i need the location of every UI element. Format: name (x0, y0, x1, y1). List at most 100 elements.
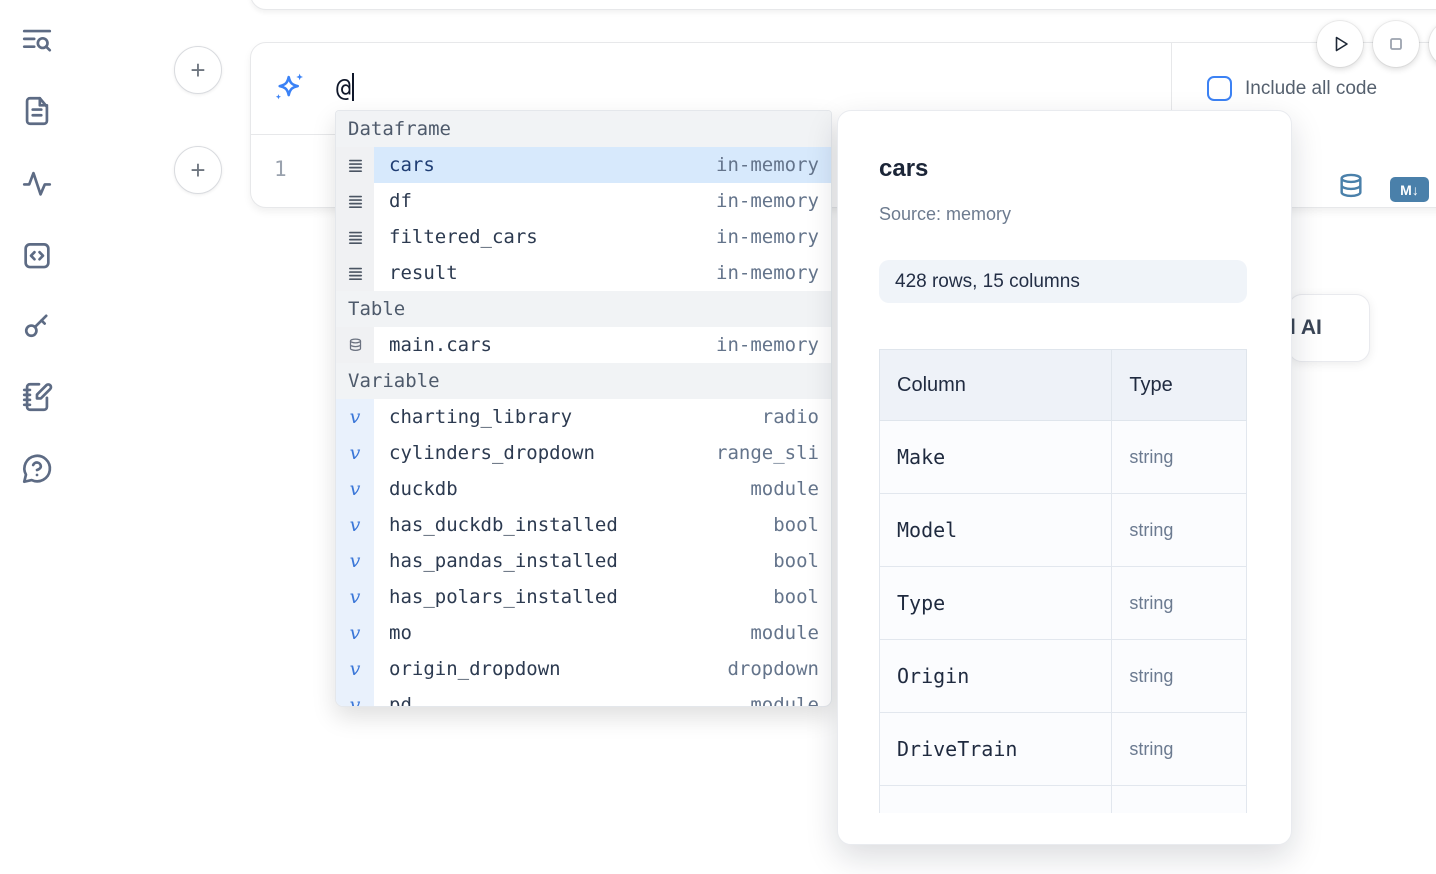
item-name: main.cars (389, 334, 492, 356)
dataframe-preview-panel: cars Source: memory 428 rows, 15 columns… (837, 110, 1292, 845)
column-name-cell: Type (879, 566, 1113, 640)
autocomplete-item-origin_dropdown[interactable]: v origin_dropdown dropdown (336, 651, 831, 687)
ai-prompt-row: @ Include all code (251, 43, 1436, 134)
item-name: has_pandas_installed (389, 550, 618, 572)
table-header: Column (879, 349, 1113, 421)
table-row-clipped (879, 785, 1247, 813)
column-name-cell: Model (879, 493, 1113, 567)
item-type: bool (773, 550, 819, 572)
item-name: has_polars_installed (389, 586, 618, 608)
key-icon[interactable] (20, 308, 54, 342)
item-type: dropdown (727, 658, 819, 680)
rows-icon (336, 255, 374, 291)
item-type: module (750, 622, 819, 644)
divider (1171, 43, 1172, 134)
item-type: module (750, 478, 819, 500)
variable-icon: v (336, 399, 374, 435)
run-cell-button[interactable] (1317, 21, 1363, 67)
column-type-cell: string (1111, 712, 1247, 786)
item-type: bool (773, 514, 819, 536)
preview-shape-badge: 428 rows, 15 columns (879, 260, 1247, 303)
variable-icon: v (336, 543, 374, 579)
preview-source: Source: memory (879, 204, 1012, 224)
markdown-icon[interactable]: M↓ (1390, 177, 1429, 202)
autocomplete-item-has_pandas_installed[interactable]: v has_pandas_installed bool (336, 543, 831, 579)
document-icon[interactable] (20, 94, 54, 128)
line-number: 1 (274, 157, 287, 181)
extra-action-button[interactable] (1429, 21, 1436, 67)
table-header: Type (1111, 349, 1247, 421)
column-type-cell: string (1111, 566, 1247, 640)
previous-cell-fragment (250, 0, 1436, 10)
play-icon (1335, 36, 1348, 52)
search-text-icon[interactable] (20, 24, 54, 58)
item-type: radio (761, 406, 819, 428)
rows-icon (336, 183, 374, 219)
add-cell-button-middle[interactable]: + (174, 146, 222, 194)
variable-icon: v (336, 435, 374, 471)
item-name: pd (389, 694, 412, 707)
item-name: origin_dropdown (389, 658, 561, 680)
item-name: charting_library (389, 406, 573, 428)
sparkles-icon (272, 70, 308, 106)
column-type-cell: string (1111, 493, 1247, 567)
code-snippet-icon[interactable] (20, 238, 54, 272)
autocomplete-item-result[interactable]: result in-memory (336, 255, 831, 291)
item-type: in-memory (716, 334, 819, 356)
notebook-pen-icon[interactable] (20, 380, 54, 414)
autocomplete-section-header: Dataframe (336, 111, 831, 147)
item-name: result (389, 262, 458, 284)
autocomplete-section-header: Table (336, 291, 831, 327)
autocomplete-item-main.cars[interactable]: main.cars in-memory (336, 327, 831, 363)
item-type: range_sli (716, 442, 819, 464)
item-name: df (389, 190, 412, 212)
text-cursor (352, 73, 355, 101)
column-name-cell: Make (879, 420, 1113, 494)
stop-button[interactable] (1373, 21, 1419, 67)
item-type: bool (773, 586, 819, 608)
help-chat-icon[interactable] (20, 452, 54, 486)
preview-title: cars (879, 155, 929, 182)
item-name: cars (389, 154, 435, 176)
activity-icon[interactable] (20, 166, 54, 200)
ai-prompt-input[interactable]: @ (336, 73, 355, 102)
include-all-code-label: Include all code (1245, 77, 1378, 99)
stop-icon (1390, 38, 1402, 50)
divider (251, 134, 337, 135)
variable-icon: v (336, 687, 374, 706)
variable-icon: v (336, 651, 374, 687)
variable-icon: v (336, 615, 374, 651)
column-type-cell: string (1111, 420, 1247, 494)
include-all-code-checkbox[interactable] (1207, 76, 1232, 101)
column-name-cell: DriveTrain (879, 712, 1113, 786)
add-cell-button-top[interactable]: + (174, 46, 222, 94)
item-name: duckdb (389, 478, 458, 500)
autocomplete-item-charting_library[interactable]: v charting_library radio (336, 399, 831, 435)
autocomplete-section-header: Variable (336, 363, 831, 399)
item-type: in-memory (716, 226, 819, 248)
ai-overflow-button[interactable]: l AI (1288, 294, 1370, 362)
database-icon[interactable] (1337, 171, 1365, 201)
item-type: in-memory (716, 262, 819, 284)
rows-icon (336, 219, 374, 255)
include-all-code-toggle[interactable]: Include all code (1207, 76, 1377, 101)
item-name: has_duckdb_installed (389, 514, 618, 536)
database-icon (336, 327, 374, 363)
item-name: mo (389, 622, 412, 644)
column-name-cell: Origin (879, 639, 1113, 713)
